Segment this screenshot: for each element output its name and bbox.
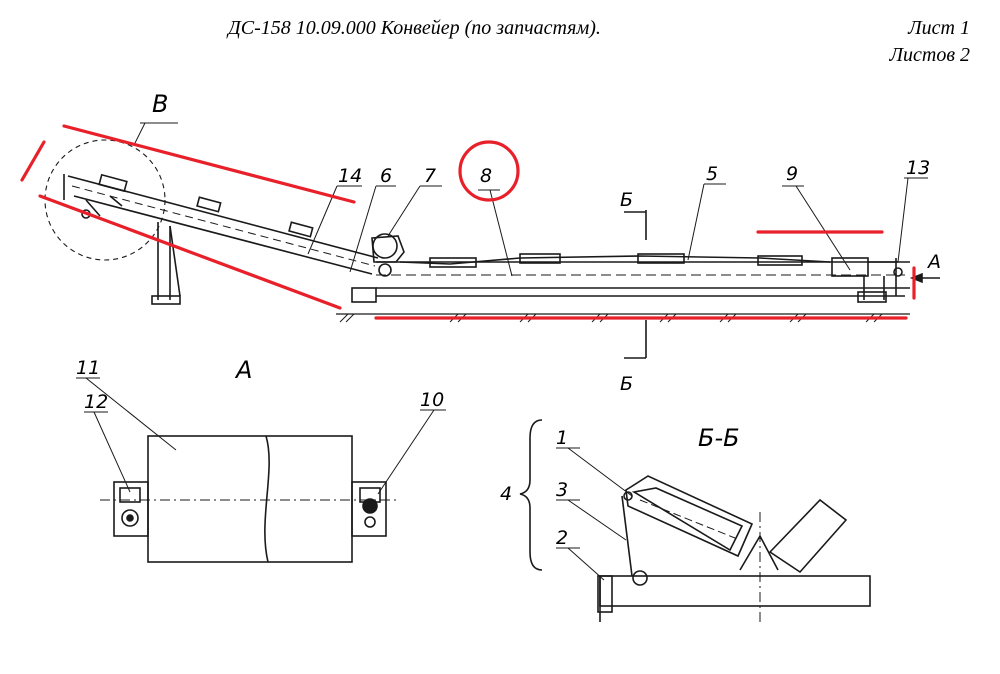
label-section-bb: Б-Б	[698, 424, 740, 452]
label-5: 5	[706, 163, 718, 185]
label-1: 1	[556, 427, 568, 449]
section-mark-top: Б	[620, 189, 633, 211]
markup-line-top-incline	[62, 124, 356, 204]
label-3: 3	[556, 479, 568, 501]
markup-tick-left	[20, 140, 46, 182]
label-8: 8	[480, 165, 492, 187]
callout-labels: В 14 6 7 8 5 9 13 Б Б А А 11 12 10 Б-Б 1…	[76, 90, 941, 549]
sheet-number: Лист 1	[908, 17, 970, 39]
label-10: 10	[420, 389, 444, 411]
label-6: 6	[380, 165, 392, 187]
view-a-roller	[76, 377, 446, 563]
section-mark-bottom: Б	[620, 373, 633, 395]
label-11: 11	[76, 357, 100, 379]
label-13: 13	[906, 157, 930, 179]
label-12: 12	[84, 391, 108, 413]
label-detail-v: В	[152, 90, 168, 118]
view-a-arrow-label: А	[926, 251, 941, 273]
label-view-a: А	[234, 356, 252, 384]
red-markup	[20, 124, 916, 320]
label-7: 7	[424, 165, 436, 187]
drawing-title: ДС-158 10.09.000 Конвейер (по запчастям)…	[228, 17, 601, 39]
label-14: 14	[338, 165, 362, 187]
label-2: 2	[556, 527, 568, 549]
markup-line-bottom-incline	[38, 194, 342, 310]
markup-circle-8	[458, 140, 520, 202]
sheets-total: Листов 2	[889, 44, 970, 66]
conveyor-side-view	[44, 122, 940, 359]
label-9: 9	[786, 163, 798, 185]
section-bb-troughing	[519, 419, 871, 625]
label-4: 4	[500, 483, 512, 505]
